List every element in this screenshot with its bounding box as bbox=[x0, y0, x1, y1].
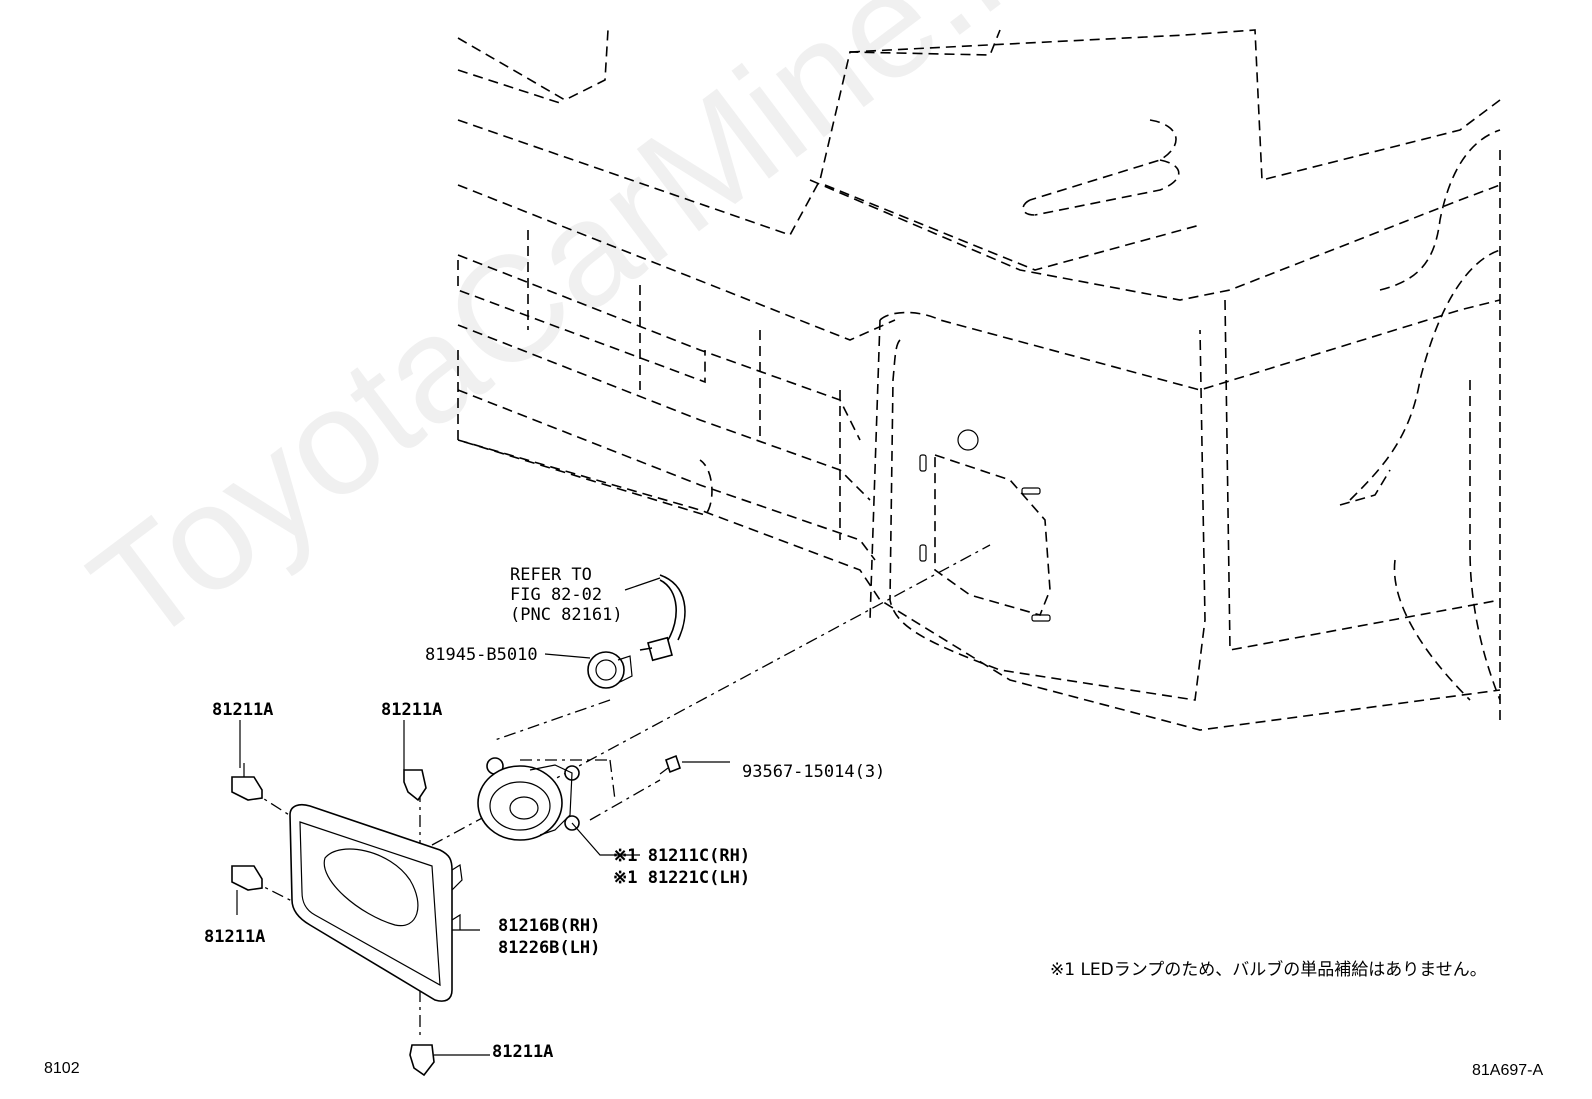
refer-note: REFER TO FIG 82-02 (PNC 82161) bbox=[510, 565, 623, 625]
label-81211a-top-left: 81211A bbox=[212, 700, 274, 720]
screw-93567 bbox=[659, 754, 730, 775]
fog-lamp-unit bbox=[477, 757, 640, 856]
footnote-led: ※1 LEDランプのため、バルブの単品補給はありません。 bbox=[1050, 960, 1487, 980]
clip-81211a-top-mid bbox=[403, 720, 427, 802]
socket-81945 bbox=[544, 574, 686, 689]
clip-81211a-bottom bbox=[409, 1044, 490, 1077]
label-81226b-lh: 81226B(LH) bbox=[498, 938, 601, 958]
label-93567-screw: 93567-15014(3) bbox=[742, 762, 886, 782]
label-81211a-bottom-left: 81211A bbox=[204, 927, 266, 947]
clip-81211a-bottom-left bbox=[231, 865, 263, 915]
label-81221c-lh: ※1 81221C(LH) bbox=[613, 868, 751, 888]
page-code-left: 8102 bbox=[44, 1060, 80, 1077]
page-code-right: 81A697-A bbox=[1472, 1062, 1544, 1079]
clip-81211a-top-left bbox=[231, 720, 263, 801]
label-81945-socket: 81945-B5010 bbox=[425, 645, 538, 665]
label-81216b-rh: 81216B(RH) bbox=[498, 916, 601, 936]
fog-lamp-bezel bbox=[289, 803, 480, 1002]
label-81211c-rh: ※1 81211C(RH) bbox=[613, 846, 751, 866]
label-81211a-bottom: 81211A bbox=[492, 1042, 554, 1062]
vehicle-body-outline bbox=[457, 29, 1501, 731]
label-81211a-top-mid: 81211A bbox=[381, 700, 443, 720]
